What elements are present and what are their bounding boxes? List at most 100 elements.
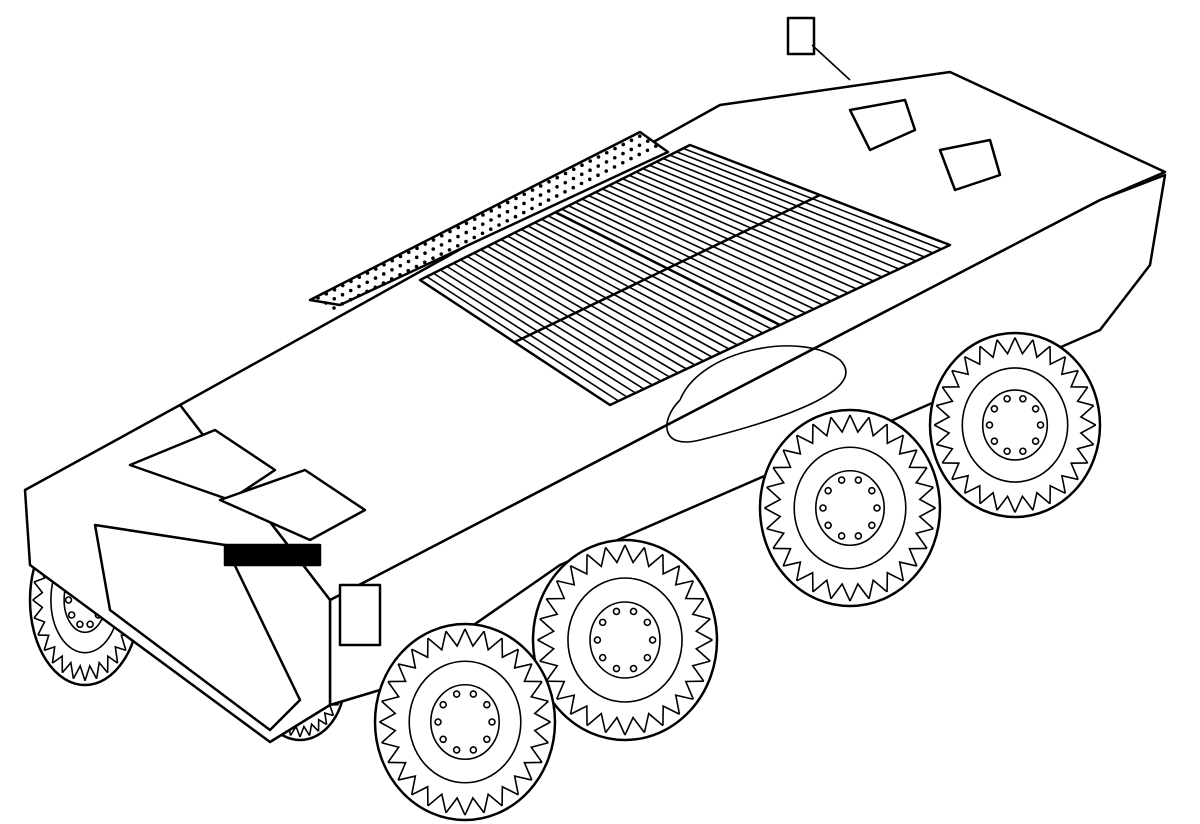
tread-chevron (764, 507, 782, 530)
rear-hatch-1 (848, 98, 917, 152)
tread-chevron (868, 578, 888, 599)
wheel (373, 622, 557, 822)
lug-nut (64, 596, 73, 604)
perforation-hole (464, 239, 468, 244)
tread-chevron (796, 424, 814, 445)
tread-chevron (387, 761, 407, 781)
tread-chevron (397, 774, 417, 795)
wheel (928, 331, 1102, 519)
perforation-hole (513, 214, 518, 219)
tread-chevron (849, 582, 870, 602)
perforation-hole (571, 176, 576, 181)
mirror-arm (811, 44, 851, 81)
lug-nut (452, 690, 461, 698)
perforation-hole (340, 302, 345, 306)
tread-chevron (933, 404, 951, 426)
perforation-hole (332, 306, 336, 310)
perforation-hole (489, 209, 494, 213)
tread-chevron (1049, 346, 1066, 366)
tread-chevron (513, 649, 533, 670)
perforation-hole (637, 143, 642, 148)
perforation-hole (547, 180, 551, 184)
tread-chevron (387, 663, 407, 683)
tread-chevron (1060, 474, 1079, 494)
perforation-hole (587, 177, 592, 182)
perforation-hole (414, 264, 419, 269)
tread-chevron (964, 484, 981, 504)
tread-chevron (830, 582, 851, 602)
tread-chevron (501, 785, 519, 806)
perforation-hole (456, 234, 460, 239)
perforation-hole (513, 205, 518, 210)
tread-chevron (381, 681, 401, 703)
tread-chevron (445, 628, 466, 648)
perforated-plate (308, 130, 670, 307)
tread-chevron (411, 638, 429, 659)
perforation-hole (579, 172, 584, 177)
tread-chevron (546, 680, 566, 700)
perforation-hole (406, 259, 411, 264)
lug-nut (629, 607, 638, 616)
perforation-hole (555, 185, 559, 189)
tread-chevron (464, 628, 485, 648)
perforation-hole (381, 281, 386, 285)
tread-chevron (529, 681, 549, 703)
lug-nut (488, 718, 496, 726)
lug-nut (612, 664, 621, 673)
perforation-hole (356, 293, 361, 298)
perforation-hole (563, 190, 567, 194)
lug-nut (612, 607, 621, 616)
tread-chevron (830, 414, 851, 434)
tread-chevron (604, 544, 626, 565)
tread-chevron (51, 654, 64, 673)
perforation-hole (406, 268, 411, 273)
tread-chevron (898, 435, 918, 456)
lug-nut (643, 653, 652, 662)
lug-nut (86, 620, 94, 629)
perforation-hole (439, 252, 444, 256)
tread-chevron (523, 663, 543, 683)
tread-chevron (556, 694, 576, 715)
perforation-hole (382, 263, 386, 267)
tread-chevron (397, 649, 417, 670)
lug-nut (1019, 447, 1027, 456)
perforation-hole (530, 197, 535, 202)
tread-chevron (537, 618, 556, 641)
tread-chevron (529, 741, 549, 763)
lug-nut (483, 735, 491, 744)
lug-nut (439, 700, 447, 709)
tread-chevron (868, 417, 888, 438)
tread-chevron (643, 547, 664, 568)
lug-nut (1003, 394, 1011, 403)
tow-cable (666, 345, 847, 443)
perforation-hole (447, 238, 452, 243)
tread-chevron (556, 565, 576, 586)
lug-nut (854, 476, 863, 484)
perforation-hole (332, 287, 337, 292)
mirror (786, 16, 816, 56)
tread-chevron (766, 527, 786, 549)
perforation-hole (480, 231, 485, 236)
lug-nut (1003, 447, 1011, 456)
perforation-hole (596, 173, 600, 177)
lug-nut (1036, 421, 1045, 429)
perforation-hole (439, 233, 444, 238)
tread-chevron (898, 560, 918, 581)
tread-chevron (796, 571, 814, 592)
perforation-hole (530, 188, 535, 192)
tread-chevron (33, 617, 46, 636)
tread-chevron (849, 414, 870, 434)
tread-chevron (1032, 491, 1051, 511)
perforation-hole (456, 225, 461, 230)
lug-nut (598, 653, 607, 662)
tread-chevron (427, 631, 447, 652)
perforation-hole (604, 160, 609, 164)
tread-chevron (674, 565, 694, 586)
lug-nut (837, 476, 846, 484)
tread-chevron (114, 645, 127, 664)
tread-chevron (812, 417, 832, 438)
lug-nut (854, 532, 863, 540)
perforation-hole (629, 156, 633, 161)
perforation-hole (538, 193, 543, 197)
rim (567, 577, 683, 703)
